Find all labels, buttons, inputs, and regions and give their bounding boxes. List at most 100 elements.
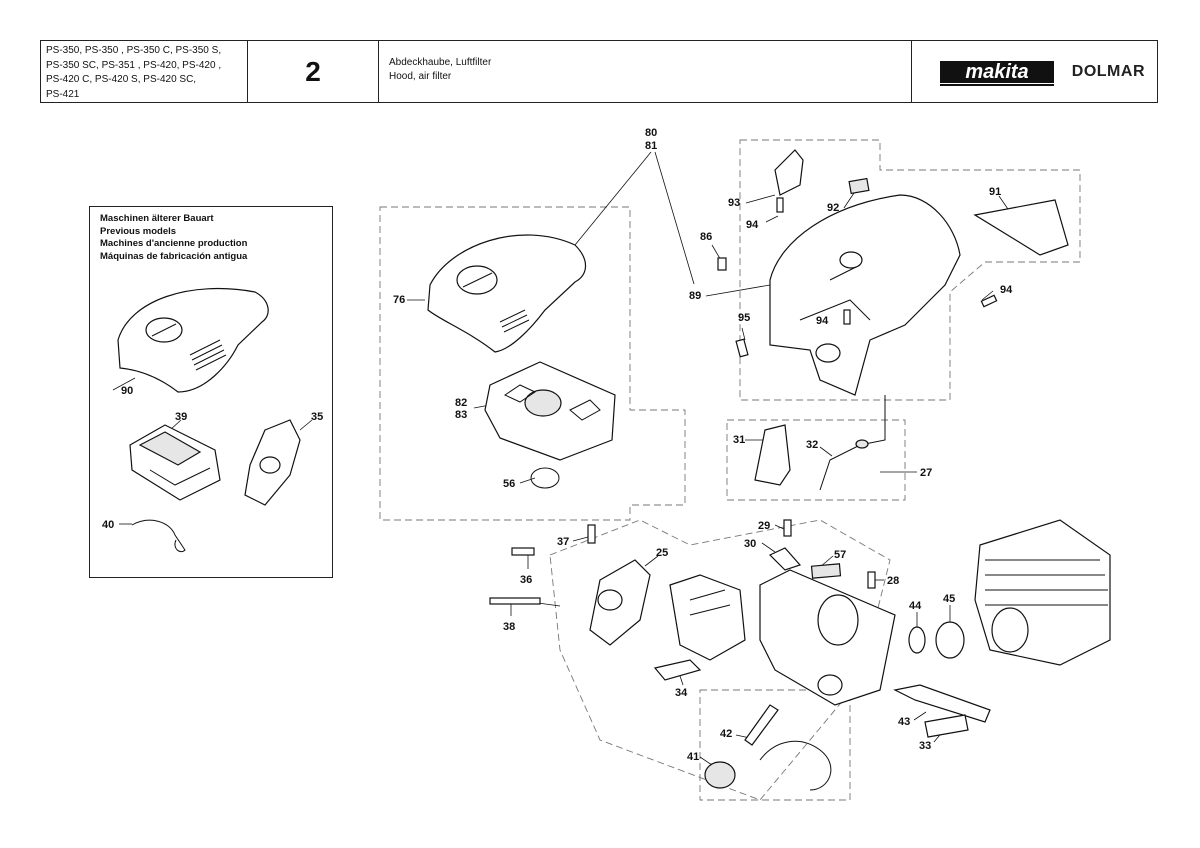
intake-ring-part-44 — [908, 626, 926, 654]
callout-86: 86 — [700, 231, 712, 243]
dolmar-logo: DOLMAR — [1071, 62, 1145, 80]
throttle-rod-part-34 — [653, 659, 702, 681]
makita-logo: makita — [939, 60, 1054, 86]
carburetor — [669, 574, 746, 661]
bracket-part-80-81 — [774, 149, 804, 196]
callout-29: 29 — [758, 520, 770, 532]
label-part-92 — [848, 177, 870, 195]
callout-91: 91 — [989, 186, 1001, 198]
callout-39: 39 — [175, 411, 187, 423]
old-clip-part-40 — [131, 519, 186, 553]
leader-lines — [112, 151, 1011, 766]
callout-44: 44 — [909, 600, 922, 612]
assembly-outline-lever — [726, 419, 906, 501]
cylinder — [974, 519, 1111, 666]
old-carb-flange-part-35 — [244, 419, 301, 506]
fuel-hose-part-42 — [744, 704, 779, 746]
intake-boot-part-45 — [935, 621, 965, 659]
screw-part-28 — [867, 571, 876, 589]
plate-part-57 — [810, 563, 842, 579]
crankcase-housing — [759, 569, 896, 706]
callout-35: 35 — [311, 411, 323, 423]
plate-part-95 — [735, 338, 749, 358]
callout-76: 76 — [393, 294, 405, 306]
filter-cover-part-76 — [427, 234, 587, 353]
callout-27: 27 — [920, 467, 932, 479]
callout-30: 30 — [744, 538, 756, 550]
callout-31: 31 — [733, 434, 745, 446]
model-line: PS-350 SC, PS-351 , PS-420, PS-420 , — [46, 59, 222, 71]
previous-models-line: Machines d'ancienne production — [100, 238, 248, 249]
callout-90: 90 — [121, 385, 133, 397]
model-line: PS-350, PS-350 , PS-350 C, PS-350 S, — [46, 45, 222, 56]
part-callouts: 80 81 93 92 91 94 86 89 94 95 94 76 82 8… — [102, 127, 1013, 763]
assembly-outline-filter — [379, 206, 686, 521]
hood-part-89 — [769, 194, 961, 396]
callout-32: 32 — [806, 439, 818, 451]
page-number: 2 — [248, 41, 379, 102]
assembly-outline-fuel — [699, 689, 851, 801]
screw-part-94-right — [980, 294, 998, 308]
callout-38: 38 — [503, 621, 515, 633]
callout-43: 43 — [898, 716, 910, 728]
model-line: PS-421 — [46, 88, 80, 100]
throttle-lever-part-31 — [754, 424, 791, 486]
callout-95: 95 — [738, 312, 750, 324]
callout-40: 40 — [102, 519, 114, 531]
model-list: PS-350, PS-350 , PS-350 C, PS-350 S, PS-… — [41, 41, 248, 102]
header-table: PS-350, PS-350 , PS-350 C, PS-350 S, PS-… — [40, 40, 1158, 103]
callout-37: 37 — [557, 536, 569, 548]
callout-57: 57 — [834, 549, 846, 561]
callout-25: 25 — [656, 547, 668, 559]
assembly-outline-base — [549, 519, 891, 801]
fuel-line-assembly — [759, 740, 832, 791]
callout-34: 34 — [675, 687, 688, 699]
cover-plate-part-91 — [973, 199, 1069, 256]
previous-models-line: Maschinen älterer Bauart — [100, 213, 214, 224]
callout-94: 94 — [816, 315, 829, 327]
callout-36: 36 — [520, 574, 532, 586]
carburetor-flange-part-25 — [589, 559, 651, 646]
primer-bulb-part-41 — [704, 761, 736, 789]
old-hood-part-90 — [117, 287, 269, 393]
old-filter-part-39 — [129, 424, 221, 501]
callout-80: 80 — [645, 127, 657, 139]
callout-56: 56 — [503, 478, 515, 490]
model-line: PS-420 C, PS-420 S, PS-420 SC, — [46, 74, 197, 85]
sleeve-part-33 — [924, 714, 969, 738]
bracket-part-30 — [768, 547, 802, 571]
section-title: Abdeckhaube, Luftfilter Hood, air filter — [379, 41, 912, 102]
makita-logo-text: makita — [965, 61, 1028, 83]
callout-33: 33 — [919, 740, 931, 752]
callout-45: 45 — [943, 593, 955, 605]
callout-93: 93 — [728, 197, 740, 209]
screw-part-94-top — [776, 197, 784, 213]
callout-94: 94 — [746, 219, 759, 231]
callout-42: 42 — [720, 728, 732, 740]
previous-models-box: Maschinen älterer Bauart Previous models… — [89, 206, 333, 578]
callout-92: 92 — [827, 202, 839, 214]
screw-part-37 — [587, 524, 596, 544]
assembly-outline-hood — [739, 139, 1081, 401]
previous-models-line: Máquinas de fabricación antigua — [100, 250, 248, 262]
screw-part-86 — [717, 257, 727, 271]
callout-81: 81 — [645, 140, 657, 152]
bolt-part-38 — [489, 597, 541, 605]
impulse-hose-part-43 — [893, 684, 991, 723]
callout-82: 82 — [455, 397, 467, 409]
screw-part-36 — [511, 547, 535, 556]
air-filter-part-82-83 — [484, 361, 616, 461]
brand-logos: makita DOLMAR — [912, 41, 1157, 102]
callout-94: 94 — [1000, 284, 1013, 296]
callout-28: 28 — [887, 575, 899, 587]
previous-models-line: Previous models — [100, 225, 177, 237]
o-ring-part-56 — [530, 467, 560, 489]
title-german: Abdeckhaube, Luftfilter — [389, 57, 492, 68]
callout-89: 89 — [689, 290, 701, 302]
callout-41: 41 — [687, 751, 699, 763]
callout-83: 83 — [455, 409, 467, 421]
choke-rod-part-32 — [819, 395, 886, 491]
title-english: Hood, air filter — [389, 71, 452, 82]
screw-part-29 — [783, 519, 792, 537]
